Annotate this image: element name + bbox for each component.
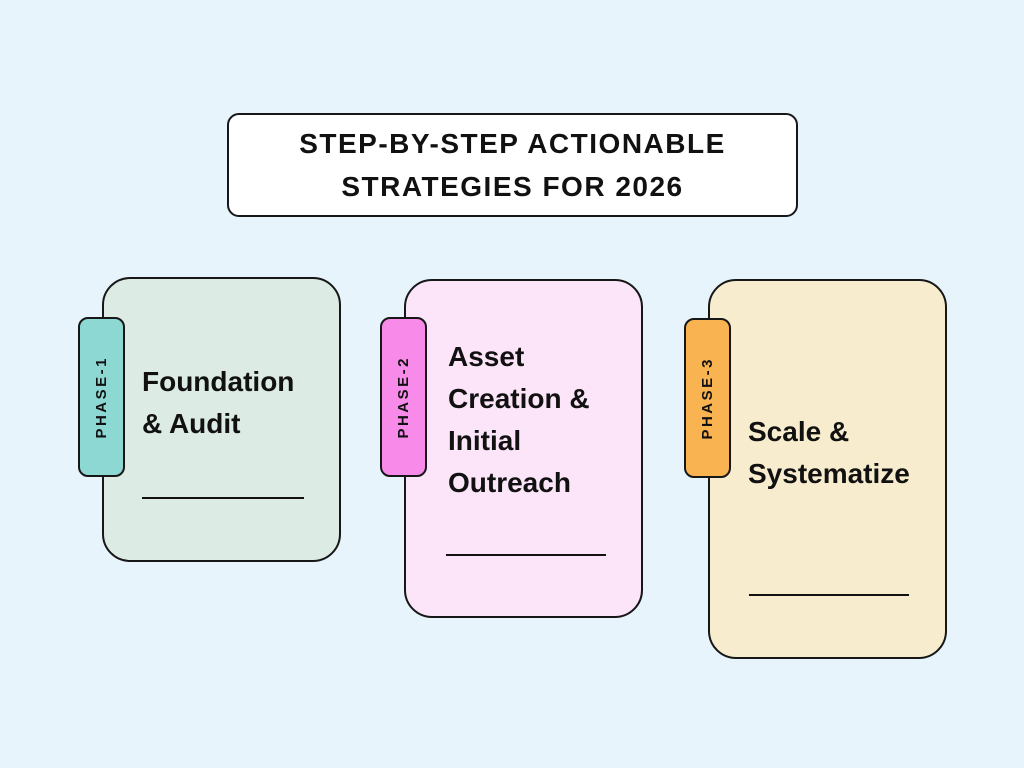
diagram-title-box: STEP-BY-STEP ACTIONABLE STRATEGIES FOR 2… <box>227 113 798 217</box>
phase-1-blank-line <box>142 497 304 499</box>
phase-1-tab-label: PHASE-1 <box>93 355 110 439</box>
diagram-title: STEP-BY-STEP ACTIONABLE STRATEGIES FOR 2… <box>299 128 726 202</box>
phase-2-card: Asset Creation & Initial Outreach <box>404 279 643 618</box>
phase-3-tab: PHASE-3 <box>684 318 731 478</box>
phase-3-blank-line <box>749 594 909 596</box>
phase-3-card: Scale & Systematize <box>708 279 947 659</box>
phase-1-card: Foundation & Audit <box>102 277 341 562</box>
phase-2-blank-line <box>446 554 606 556</box>
phase-1-tab: PHASE-1 <box>78 317 125 477</box>
phase-2-tab: PHASE-2 <box>380 317 427 477</box>
phase-1-card-title: Foundation & Audit <box>142 366 295 439</box>
phase-2-tab-label: PHASE-2 <box>395 355 412 439</box>
phase-3-tab-label: PHASE-3 <box>699 356 716 440</box>
phase-3-card-title: Scale & Systematize <box>748 416 910 489</box>
phase-2-card-title: Asset Creation & Initial Outreach <box>448 341 590 498</box>
